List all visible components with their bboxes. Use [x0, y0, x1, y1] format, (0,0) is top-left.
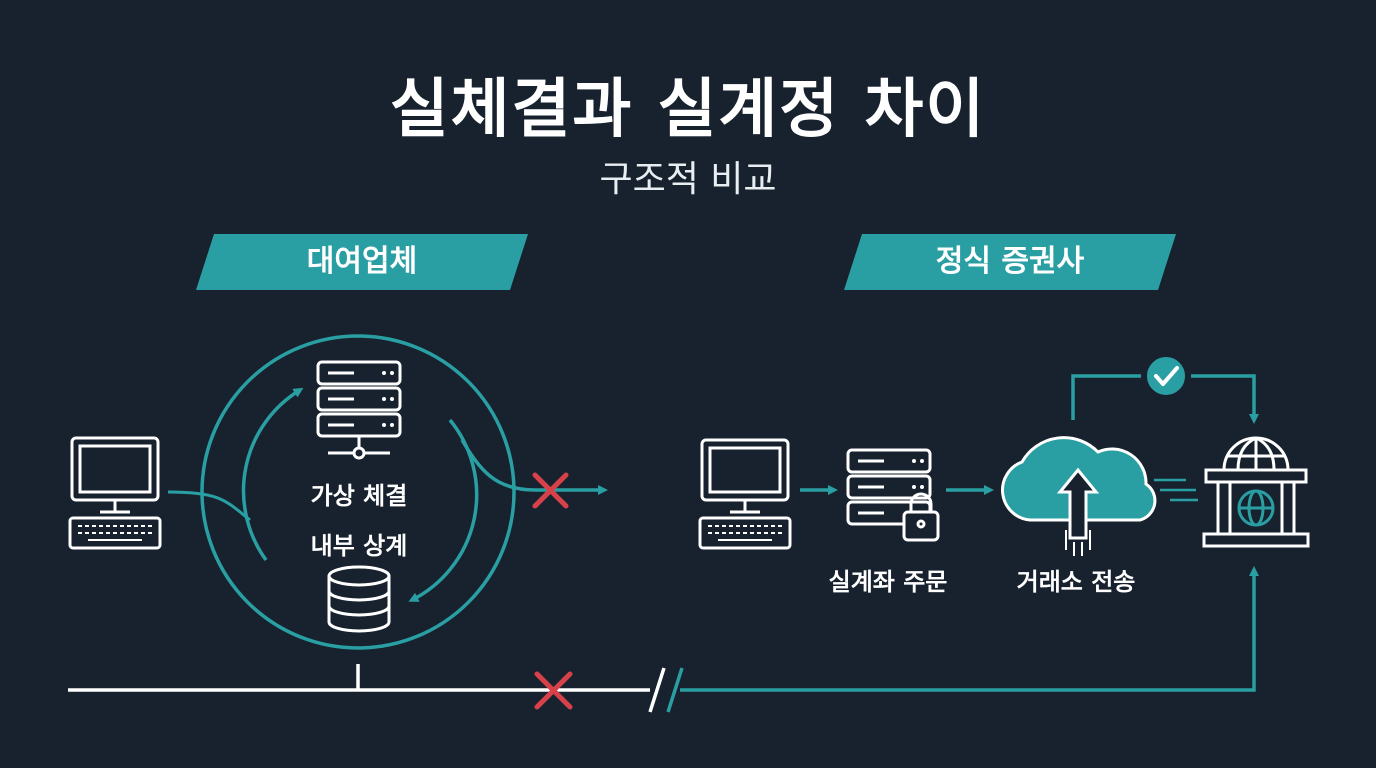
internal-loop-circle [200, 334, 516, 650]
header-banner-shape [844, 234, 1176, 290]
bottom-flow-line-white [68, 664, 666, 713]
header-banner-shape [196, 234, 528, 290]
exchange-building-icon [1202, 436, 1310, 548]
check-icon [1141, 351, 1191, 401]
left-input-flow [167, 490, 251, 522]
bottom-blocked-x-icon [534, 671, 573, 710]
right-panel-header-label: 정식 증권사 [935, 244, 1085, 279]
page-subtitle: 구조적 비교 [599, 159, 777, 200]
database-icon [327, 565, 391, 633]
real-account-order-label: 실계좌 주문 [828, 568, 948, 596]
locked-server-icon [846, 448, 940, 542]
left-computer-icon [68, 436, 162, 550]
server-icon [316, 360, 402, 460]
line-break-icon [666, 667, 684, 713]
left-panel-header-label: 대여업체 [306, 244, 418, 279]
left-panel-header: 대여업체 [196, 234, 528, 290]
left-output-flow [460, 439, 608, 495]
virtual-execution-label: 가상 체결 [310, 482, 408, 510]
page-title: 실체결과 실계정 차이 [389, 73, 987, 147]
bottom-flow-line-teal [680, 566, 1259, 692]
transmission-lines [1154, 478, 1198, 502]
right-panel-header: 정식 증권사 [844, 234, 1176, 290]
exchange-transmission-label: 거래소 전송 [1016, 568, 1136, 596]
internal-netting-label: 내부 상계 [310, 532, 408, 560]
cloud-upload-icon [1001, 436, 1157, 556]
right-computer-icon [698, 438, 792, 550]
blocked-x-icon [532, 472, 569, 509]
